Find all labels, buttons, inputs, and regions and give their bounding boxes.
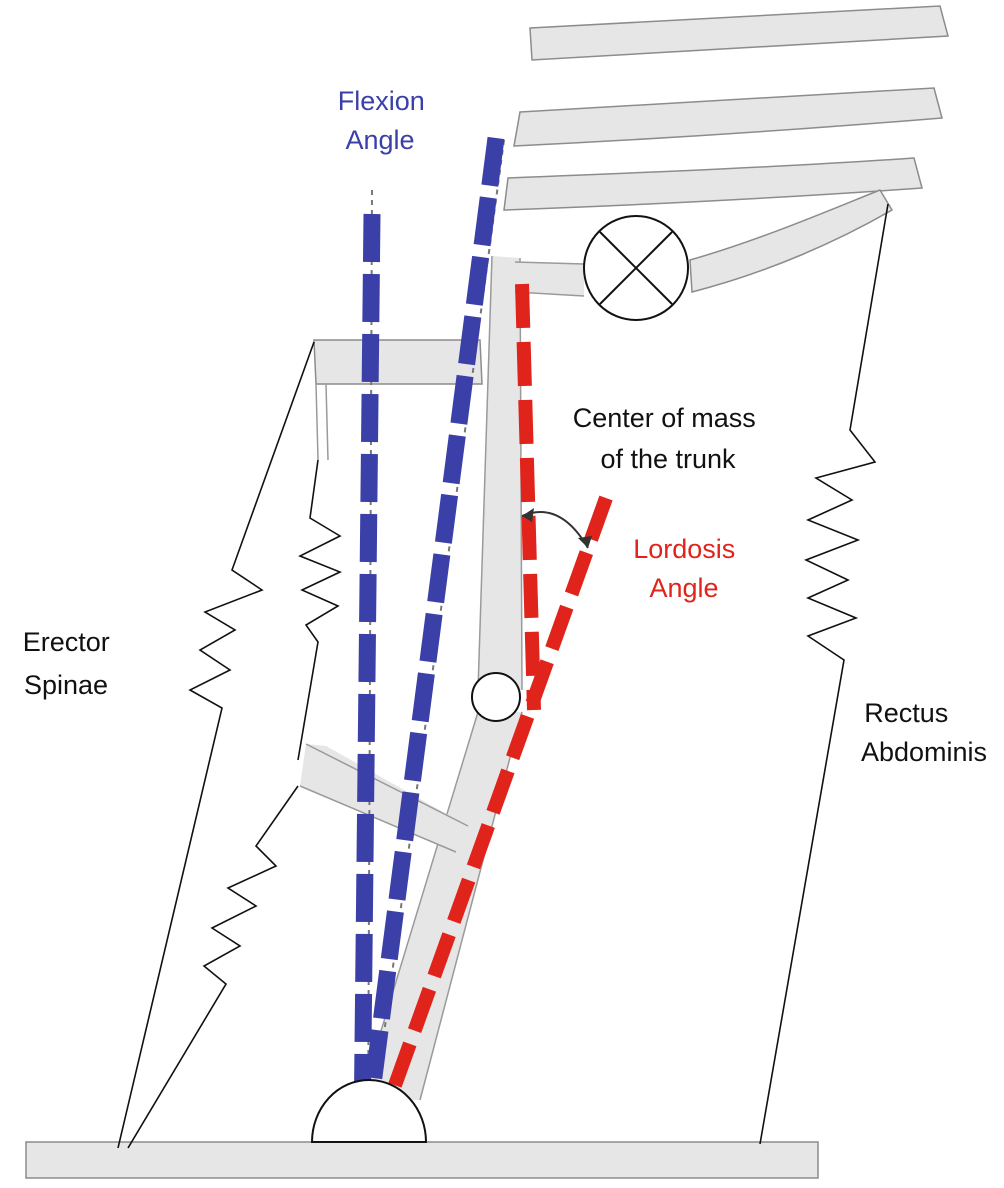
lordosis-angle-line-1: Lordosis (633, 534, 735, 564)
rib-1 (529, 5, 949, 61)
flexion-line-vertical (353, 213, 381, 1139)
erector-spinae-line-1: Erector (23, 627, 110, 657)
flexion-angle-line-1: Flexion (338, 86, 425, 116)
hip-joint (310, 1079, 428, 1143)
center-of-mass-label: Center of mass of the trunk (573, 403, 764, 474)
thorax-connector (515, 262, 584, 296)
ribs (503, 5, 949, 293)
erector-spinae-line-2: Spinae (24, 670, 108, 700)
erector-spinae-label: Erector Spinae (23, 627, 118, 700)
erector-spinae-muscle (117, 341, 342, 1149)
flexion-angle-line-2: Angle (345, 125, 414, 155)
flexion-line-trunk (357, 136, 505, 1140)
rib-4 (689, 189, 894, 293)
lumbar-joint (471, 672, 521, 722)
rectus-abdominis-label: Rectus Abdominis (861, 698, 987, 767)
upper-crossbar (313, 339, 483, 461)
lordosis-angle-label: Lordosis Angle (633, 534, 743, 603)
lordosis-line-upper (515, 283, 541, 711)
pelvis-base (25, 1141, 819, 1179)
lordosis-angle-arc-icon (521, 508, 592, 549)
lower-crossbar (299, 743, 469, 853)
rectus-abdominis-line-1: Rectus (864, 698, 948, 728)
rectus-abdominis-line-2: Abdominis (861, 737, 987, 767)
lordosis-angle-line-2: Angle (649, 573, 718, 603)
rib-3 (503, 157, 923, 211)
flexion-angle-label: Flexion Angle (338, 86, 433, 155)
center-of-mass-line-1: Center of mass (573, 403, 756, 433)
rib-2 (513, 87, 943, 147)
lumbar-spine (360, 712, 522, 1100)
center-of-mass-marker (583, 215, 689, 321)
rectus-abdominis-muscle (759, 203, 889, 1145)
center-of-mass-line-2: of the trunk (600, 444, 736, 474)
